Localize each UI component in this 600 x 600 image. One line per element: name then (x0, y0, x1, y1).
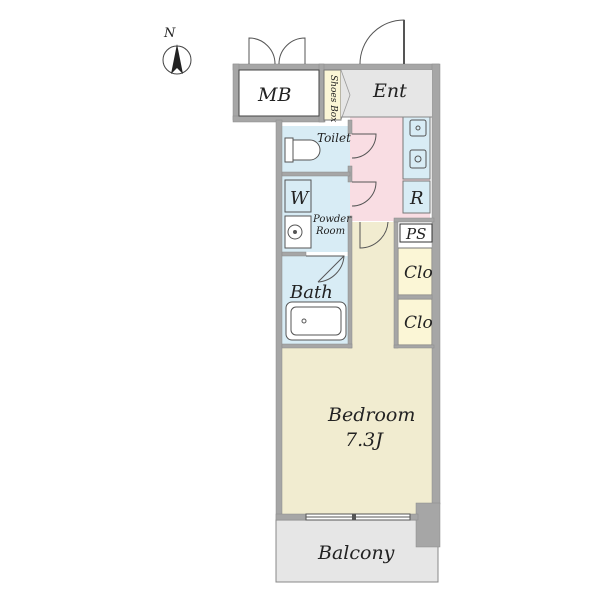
mb-label: MB (257, 84, 291, 106)
balcony-floor (275, 519, 439, 583)
entrance-step (341, 70, 432, 117)
wall-closet-bottom (393, 344, 435, 349)
stove-icon (409, 149, 427, 169)
basin-drain (293, 230, 297, 234)
doors (248, 19, 405, 283)
mb-door-right (278, 37, 306, 65)
shoes-box-label: Shoes Box (328, 75, 338, 122)
pipe-space-box (399, 223, 433, 243)
wall-bath-bottom (281, 343, 353, 349)
compass-needle-icon (171, 44, 183, 74)
wall-core-right-upper (347, 119, 353, 135)
shoes-box-diag-2 (340, 94, 351, 121)
wall-closet-divider (397, 294, 433, 300)
bedroom-size-label: 7.3J (345, 429, 384, 451)
wall-toilet-bottom (281, 171, 351, 177)
bedroom-door (359, 221, 389, 249)
mb-door-left (248, 37, 276, 65)
toilet-tank (284, 137, 294, 163)
washer-label: W (290, 188, 310, 209)
refrigerator-space (402, 180, 431, 214)
powder-room-label-2: Room (315, 226, 345, 237)
wall-closet-left (393, 220, 399, 349)
window-handle (352, 514, 356, 520)
shoes-box-diag-1 (340, 69, 351, 96)
powder-room-door (351, 181, 377, 207)
basin-counter (284, 215, 312, 249)
bathtub-inner (290, 306, 342, 336)
entrance-label: Ent (372, 80, 407, 102)
wall-mb-left (232, 63, 240, 121)
toilet-door (351, 133, 377, 159)
mb-box (238, 69, 320, 117)
pipe-space-label: PS (405, 225, 426, 243)
wall-top (232, 63, 440, 71)
fixtures (284, 119, 427, 341)
bath-door-leaf (317, 255, 345, 283)
refrigerator-label: R (409, 188, 424, 209)
compass-letter: N (163, 26, 176, 41)
wall-right (431, 63, 441, 505)
basin-icon (287, 224, 303, 240)
wall-right-lower (415, 502, 441, 548)
wall-mb-right (318, 63, 325, 123)
bathtub-icon (285, 301, 347, 341)
compass: N (162, 26, 192, 75)
wall-ps-box (393, 217, 435, 223)
washer-space (284, 179, 312, 213)
bedroom-label: Bedroom (327, 404, 415, 426)
wall-core-right-lower (347, 215, 353, 349)
kitchen-sink-drain (415, 125, 421, 131)
toilet-label: Toilet (317, 131, 351, 145)
entrance-door (359, 19, 405, 65)
closet-lower-label: Clo (404, 313, 433, 333)
powder-room-label-1: Powder (312, 214, 352, 225)
bath-label: Bath (289, 282, 333, 303)
balcony-label: Balcony (317, 542, 395, 564)
wall-powder-bottom (281, 251, 307, 257)
closet-lower-floor (397, 298, 433, 346)
bathtub-drain (301, 318, 307, 324)
stove-burner (414, 155, 422, 163)
closet-upper-label: Clo (404, 263, 433, 283)
wall-left (275, 119, 283, 521)
bedroom-window (305, 513, 411, 521)
closet-upper-floor (397, 247, 433, 296)
toilet-bowl-icon (292, 139, 321, 161)
kitchen-sink-icon (409, 119, 427, 137)
